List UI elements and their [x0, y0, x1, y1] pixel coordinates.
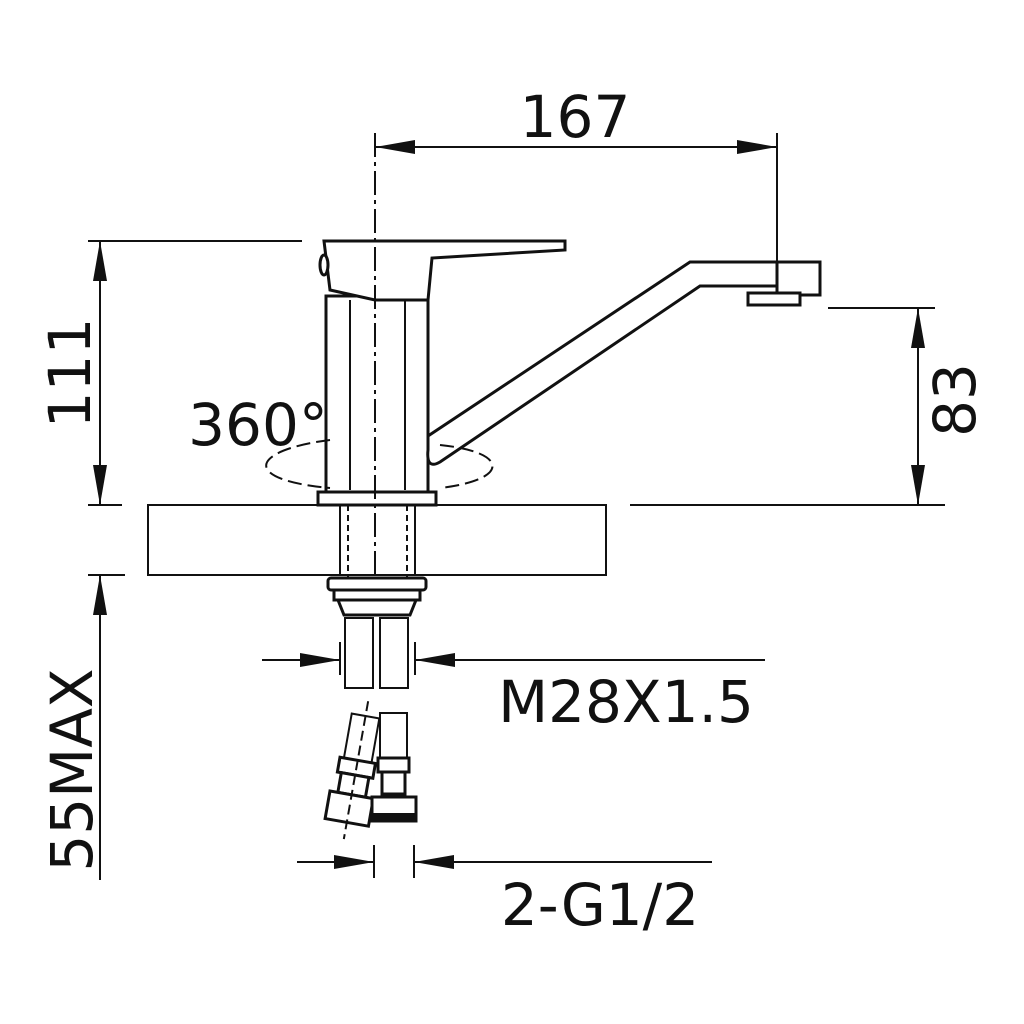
spout-height-label: 83: [921, 363, 989, 437]
handle-lever: [318, 239, 567, 302]
faucet-body: [316, 294, 438, 507]
reach-label: 167: [520, 83, 631, 151]
countertop: [147, 504, 607, 580]
connection-dimension: [297, 845, 712, 878]
supply-hoses-upper: [344, 617, 409, 689]
mounting-nut: [326, 576, 428, 617]
thread-label: M28X1.5: [498, 668, 754, 736]
height-dimension: [88, 240, 302, 506]
counter-thickness-dimension: [88, 574, 125, 880]
spout-height-dimension: [630, 307, 945, 506]
connection-label: 2-G1/2: [501, 871, 699, 939]
reach-dimension: [375, 133, 778, 262]
rotation-label: 360°: [188, 391, 328, 459]
spout: [426, 260, 822, 466]
height-label: 111: [36, 318, 104, 429]
counter-thickness-label: 55MAX: [38, 668, 106, 871]
supply-hoses-lower: [323, 701, 418, 840]
thread-dimension: [262, 642, 765, 675]
rotation-indicator: [265, 439, 494, 489]
